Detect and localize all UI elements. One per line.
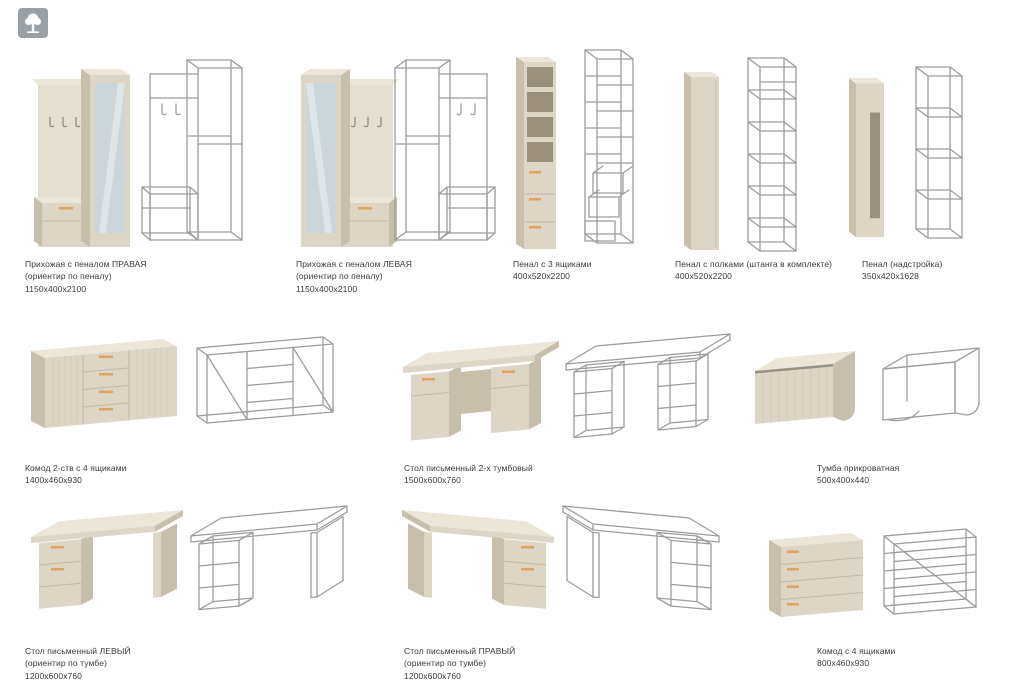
- dresser-4-drawers-wireframe: [880, 500, 995, 635]
- product-dimensions: 1200x600x760: [404, 670, 461, 681]
- product-label: Пенал с 3 ящиками 400x520x2200: [513, 258, 592, 283]
- product-subtitle: (ориентир по пеналу): [25, 271, 112, 282]
- desk-2-pedestal-wireframe: [560, 320, 740, 450]
- penal-top-unit-wireframe: [908, 62, 978, 247]
- desk-left-wireframe-graphic: [190, 505, 348, 611]
- dresser-2door-wireframe: [195, 310, 345, 445]
- product-dimensions: 1150x400x2100: [25, 283, 87, 294]
- desk-right-render: [395, 495, 560, 620]
- penal-3-drawers-graphic: [516, 57, 556, 249]
- hallway-left-wireframe: [385, 48, 497, 248]
- dresser-2door-wireframe-graphic: [196, 336, 334, 424]
- penal-shelves-wireframe-graphic: [747, 57, 797, 252]
- product-title: Прихожая с пеналом ПРАВАЯ: [25, 259, 147, 269]
- hallway-right-graphic: [32, 69, 130, 247]
- product-card-hallway-left: Прихожая с пеналом ЛЕВАЯ (ориентир по пе…: [270, 40, 515, 294]
- product-label: Прихожая с пеналом ЛЕВАЯ (ориентир по пе…: [296, 258, 412, 295]
- brand-logo: [18, 8, 48, 38]
- dresser-4-drawers-wireframe-graphic: [883, 528, 977, 615]
- dresser-4-drawers-render: [765, 505, 875, 640]
- product-dimensions: 500x400x440: [817, 475, 870, 486]
- desk-left-wireframe: [185, 490, 355, 625]
- product-dimensions: 400x520x2200: [513, 271, 570, 282]
- product-title: Пенал (надстройка): [862, 259, 943, 269]
- product-dimensions: 350x420x1628: [862, 271, 919, 282]
- product-title: Комод 2-ств с 4 ящиками: [25, 463, 127, 473]
- hallway-left-graphic: [301, 69, 399, 247]
- product-dimensions: 1400x460x930: [25, 475, 82, 486]
- product-title: Стол письменный ПРАВЫЙ: [404, 646, 516, 656]
- hallway-right-render: [30, 55, 135, 250]
- product-card-penal-shelves: Пенал с полками (штанга в комплекте) 400…: [672, 40, 832, 290]
- product-label: Тумба прикроватная 500x400x440: [817, 462, 899, 487]
- product-card-desk-left: Стол письменный ЛЕВЫЙ (ориентир по тумбе…: [25, 490, 355, 682]
- product-dimensions: 800x460x930: [817, 658, 870, 669]
- bedside-table-wireframe-graphic: [882, 347, 980, 422]
- product-subtitle: (ориентир по тумбе): [25, 658, 107, 669]
- desk-left-graphic: [31, 510, 183, 609]
- product-label: Стол письменный ЛЕВЫЙ (ориентир по тумбе…: [25, 645, 131, 682]
- product-card-hallway-right: Прихожая с пеналом ПРАВАЯ (ориентир по п…: [25, 40, 270, 294]
- product-card-penal-3-drawers: Пенал с 3 ящиками 400x520x2200: [505, 40, 665, 290]
- product-title: Стол письменный 2-х тумбовый: [404, 463, 533, 473]
- hallway-right-wireframe: [140, 48, 252, 248]
- product-title: Пенал с полками (штанга в комплекте): [675, 259, 833, 269]
- hallway-left-render: [296, 55, 401, 250]
- product-title: Прихожая с пеналом ЛЕВАЯ: [296, 259, 412, 269]
- penal-top-unit-graphic: [849, 78, 884, 238]
- product-title: Пенал с 3 ящиками: [513, 259, 592, 269]
- product-card-dresser-4-drawers: Комод с 4 ящиками 800x460x930: [765, 490, 995, 680]
- product-card-desk-2-pedestal: Стол письменный 2-х тумбовый 1500x600x76…: [395, 305, 735, 485]
- penal-shelves-render: [680, 65, 722, 255]
- product-dimensions: 1500x600x760: [404, 475, 461, 486]
- product-label: Пенал с полками (штанга в комплекте) 400…: [675, 258, 832, 283]
- dresser-2door-render: [25, 310, 190, 450]
- product-title: Комод с 4 ящиками: [817, 646, 896, 656]
- product-title: Стол письменный ЛЕВЫЙ: [25, 646, 131, 656]
- product-title: Тумба прикроватная: [817, 463, 900, 473]
- desk-2-pedestal-graphic: [403, 341, 559, 441]
- desk-2-pedestal-render: [395, 325, 565, 455]
- penal-top-unit-render: [844, 68, 889, 246]
- bedside-table-graphic: [755, 351, 855, 424]
- penal-shelves-graphic: [684, 72, 719, 250]
- product-label: Стол письменный 2-х тумбовый 1500x600x76…: [404, 462, 533, 487]
- penal-3-drawers-render: [510, 48, 560, 253]
- desk-left-render: [25, 495, 190, 620]
- penal-3-drawers-wireframe: [575, 45, 650, 255]
- bedside-table-wireframe: [875, 335, 993, 443]
- product-subtitle: (ориентир по пеналу): [296, 271, 383, 282]
- product-label: Комод 2-ств с 4 ящиками 1400x460x930: [25, 462, 127, 487]
- dresser-4-drawers-graphic: [769, 533, 864, 617]
- product-label: Стол письменный ПРАВЫЙ (ориентир по тумб…: [404, 645, 515, 682]
- product-card-dresser-2door-4drawer: Комод 2-ств с 4 ящиками 1400x460x930: [25, 305, 355, 485]
- product-label: Прихожая с пеналом ПРАВАЯ (ориентир по п…: [25, 258, 147, 295]
- bedside-table-render: [745, 335, 865, 445]
- desk-2-pedestal-wireframe-graphic: [565, 333, 731, 439]
- penal-shelves-wireframe: [740, 55, 810, 260]
- penal-3-drawers-wireframe-graphic: [584, 49, 634, 244]
- penal-top-unit-wireframe-graphic: [915, 66, 963, 239]
- dresser-2door-graphic: [31, 339, 177, 428]
- product-subtitle: (ориентир по тумбе): [404, 658, 486, 669]
- product-dimensions: 400x520x2200: [675, 271, 732, 282]
- product-card-desk-right: Стол письменный ПРАВЫЙ (ориентир по тумб…: [395, 490, 725, 682]
- desk-right-wireframe: [555, 490, 725, 625]
- product-dimensions: 1150x400x2100: [296, 283, 358, 294]
- product-dimensions: 1200x600x760: [25, 670, 82, 681]
- tree-logo-icon: [18, 8, 48, 38]
- product-card-penal-top-unit: Пенал (надстройка) 350x420x1628: [838, 40, 988, 290]
- product-label: Комод с 4 ящиками 800x460x930: [817, 645, 895, 670]
- hallway-left-wireframe-graphic: [394, 59, 496, 241]
- hallway-right-wireframe-graphic: [141, 59, 243, 241]
- desk-right-wireframe-graphic: [562, 505, 720, 611]
- desk-right-graphic: [402, 510, 554, 609]
- product-card-bedside-table: Тумба прикроватная 500x400x440: [745, 305, 995, 485]
- product-label: Пенал (надстройка) 350x420x1628: [862, 258, 942, 283]
